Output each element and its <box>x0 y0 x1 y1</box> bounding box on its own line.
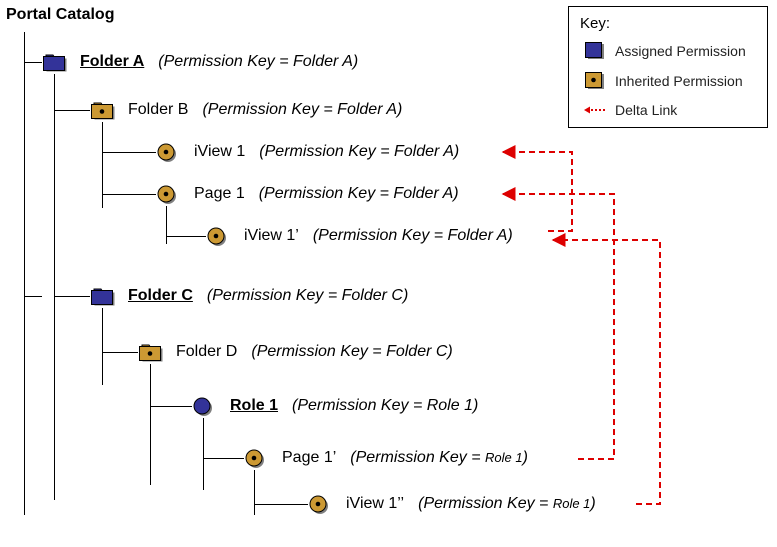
node-name: Role 1 <box>230 397 279 414</box>
tree-node-page-1-prime[interactable]: Page 1’ (Permission Key = Role 1) <box>244 446 528 470</box>
tree-node-folder-d[interactable]: Folder D (Permission Key = Folder C) <box>138 340 453 364</box>
node-name: Folder D <box>176 343 238 360</box>
delta-link-lines <box>501 145 661 505</box>
tree-node-iview-1-double-prime[interactable]: iView 1’’ (Permission Key = Role 1) <box>308 492 596 516</box>
permission-key: (Permission Key = Folder A) <box>312 227 513 244</box>
node-name: iView 1 <box>194 143 246 160</box>
assigned-folder-icon <box>42 50 68 74</box>
permission-key: (Permission Key = Folder A) <box>202 101 403 118</box>
node-name: iView 1’’ <box>346 495 405 512</box>
tree-node-iview-1-prime[interactable]: iView 1’ (Permission Key = Folder A) <box>206 224 513 248</box>
legend-key: Key: Assigned Permission Inherited Permi… <box>568 6 768 128</box>
permission-key-value: Role 1 <box>552 496 591 511</box>
node-name: Folder C <box>128 287 193 304</box>
assigned-circle-icon <box>192 394 218 418</box>
node-name: Page 1’ <box>282 449 337 466</box>
permission-key-suffix: ) <box>522 449 528 466</box>
permission-key: (Permission Key = Folder A) <box>158 53 359 70</box>
permission-key: (Permission Key = Folder C) <box>251 343 453 360</box>
inherited-square-icon <box>583 71 607 91</box>
legend-label: Inherited Permission <box>615 73 743 89</box>
tree-node-folder-a[interactable]: Folder A (Permission Key = Folder A) <box>42 50 358 74</box>
permission-key-prefix: (Permission Key = <box>418 495 553 512</box>
tree-node-folder-c[interactable]: Folder C (Permission Key = Folder C) <box>90 284 408 308</box>
permission-key-value: Role 1 <box>484 450 523 465</box>
inherited-folder-icon <box>138 340 164 364</box>
legend-item-inherited: Inherited Permission <box>583 71 743 91</box>
assigned-folder-icon <box>90 284 116 308</box>
legend-item-delta-link: Delta Link <box>583 100 677 120</box>
dotted-arrow-icon <box>583 100 607 120</box>
tree-node-role-1[interactable]: Role 1 (Permission Key = Role 1) <box>192 394 478 418</box>
inherited-circle-icon <box>156 182 182 206</box>
permission-key: (Permission Key = Role 1) <box>418 495 596 513</box>
permission-key: (Permission Key = Folder A) <box>258 185 459 202</box>
delta-link-iview1p-to-iview1 <box>501 145 573 232</box>
portal-catalog-title: Portal Catalog <box>6 6 115 23</box>
legend-item-assigned: Assigned Permission <box>583 41 746 61</box>
permission-key: (Permission Key = Folder A) <box>259 143 460 160</box>
permission-key: (Permission Key = Role 1) <box>292 397 479 414</box>
tree-node-page-1[interactable]: Page 1 (Permission Key = Folder A) <box>156 182 459 206</box>
legend-label: Assigned Permission <box>615 43 746 59</box>
permission-key: (Permission Key = Role 1) <box>350 449 528 467</box>
inherited-circle-icon <box>308 492 334 516</box>
inherited-circle-icon <box>206 224 232 248</box>
tree-node-folder-b[interactable]: Folder B (Permission Key = Folder A) <box>90 98 402 122</box>
node-name: iView 1’ <box>244 227 299 244</box>
inherited-folder-icon <box>90 98 116 122</box>
legend-title: Key: <box>580 15 611 32</box>
node-name: Page 1 <box>194 185 245 202</box>
inherited-circle-icon <box>156 140 182 164</box>
node-name: Folder B <box>128 101 189 118</box>
permission-key-suffix: ) <box>590 495 596 512</box>
delta-link-page1p-to-page1 <box>501 187 615 460</box>
permission-key-prefix: (Permission Key = <box>350 449 485 466</box>
delta-link-iview1pp-to-iview1p <box>551 233 661 505</box>
assigned-square-icon <box>583 41 607 61</box>
permission-key: (Permission Key = Folder C) <box>206 287 409 304</box>
tree-node-iview-1[interactable]: iView 1 (Permission Key = Folder A) <box>156 140 459 164</box>
legend-label: Delta Link <box>615 102 678 118</box>
node-name: Folder A <box>80 53 145 70</box>
inherited-circle-icon <box>244 446 270 470</box>
